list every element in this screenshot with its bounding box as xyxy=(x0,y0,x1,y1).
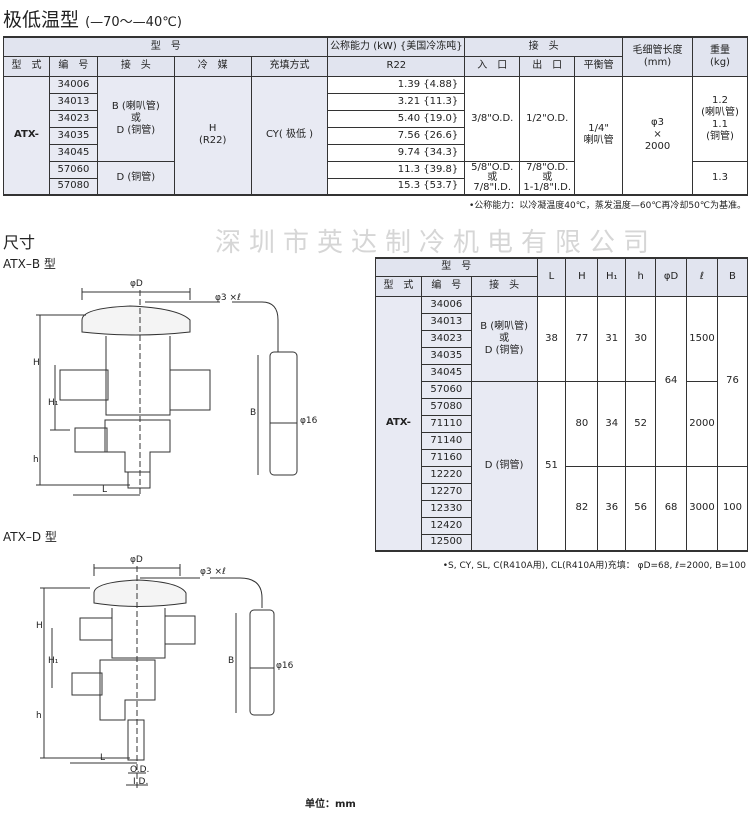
svg-text:φD: φD xyxy=(130,555,143,565)
svg-text:h: h xyxy=(33,455,39,465)
watermark: 深圳市英达制冷机电有限公司 xyxy=(215,228,658,258)
unit-label: 单位：mm xyxy=(305,799,356,810)
capacity-note: •公称能力：以冷凝温度40℃，蒸发温度—60℃再冷却50℃为基准。 xyxy=(469,201,746,211)
svg-text:H: H xyxy=(36,621,43,631)
svg-text:L: L xyxy=(100,753,105,763)
svg-text:O.D.: O.D. xyxy=(130,765,149,775)
svg-text:φ16: φ16 xyxy=(276,661,294,671)
svg-text:L: L xyxy=(102,485,107,495)
charge-note: •S, CY, SL, C(R410A用), CL(R410A用)充填： φD=… xyxy=(442,561,746,571)
svg-text:φ16: φ16 xyxy=(300,416,318,426)
diagram-d-label: ATX–D 型 xyxy=(3,530,57,544)
atx-b-diagram: φD φ3 ×ℓ H H₁ h L B φ16 xyxy=(33,279,318,496)
svg-text:H₁: H₁ xyxy=(48,398,59,408)
svg-text:I.D.: I.D. xyxy=(133,777,148,787)
svg-text:H₁: H₁ xyxy=(48,656,59,666)
page-title: 极低温型 (—70～—40℃) xyxy=(3,9,182,31)
svg-text:h: h xyxy=(36,711,42,721)
diagram-b-label: ATX–B 型 xyxy=(3,257,56,271)
spec-table: 型 号 公称能力 (kW) {美国冷冻吨} 接 头 毛细管长度(mm) 重量(k… xyxy=(2,36,749,196)
atx-d-diagram: φD φ3 ×ℓ H H₁ h L O.D. I.D. B φ16 xyxy=(36,555,294,788)
svg-text:φ3 ×ℓ: φ3 ×ℓ xyxy=(215,293,241,303)
svg-text:φ3 ×ℓ: φ3 ×ℓ xyxy=(200,567,226,577)
svg-text:φD: φD xyxy=(130,279,143,289)
svg-text:H: H xyxy=(33,358,40,368)
svg-text:B: B xyxy=(250,408,256,418)
section-title: 尺寸 xyxy=(3,233,36,252)
svg-text:B: B xyxy=(228,656,234,666)
